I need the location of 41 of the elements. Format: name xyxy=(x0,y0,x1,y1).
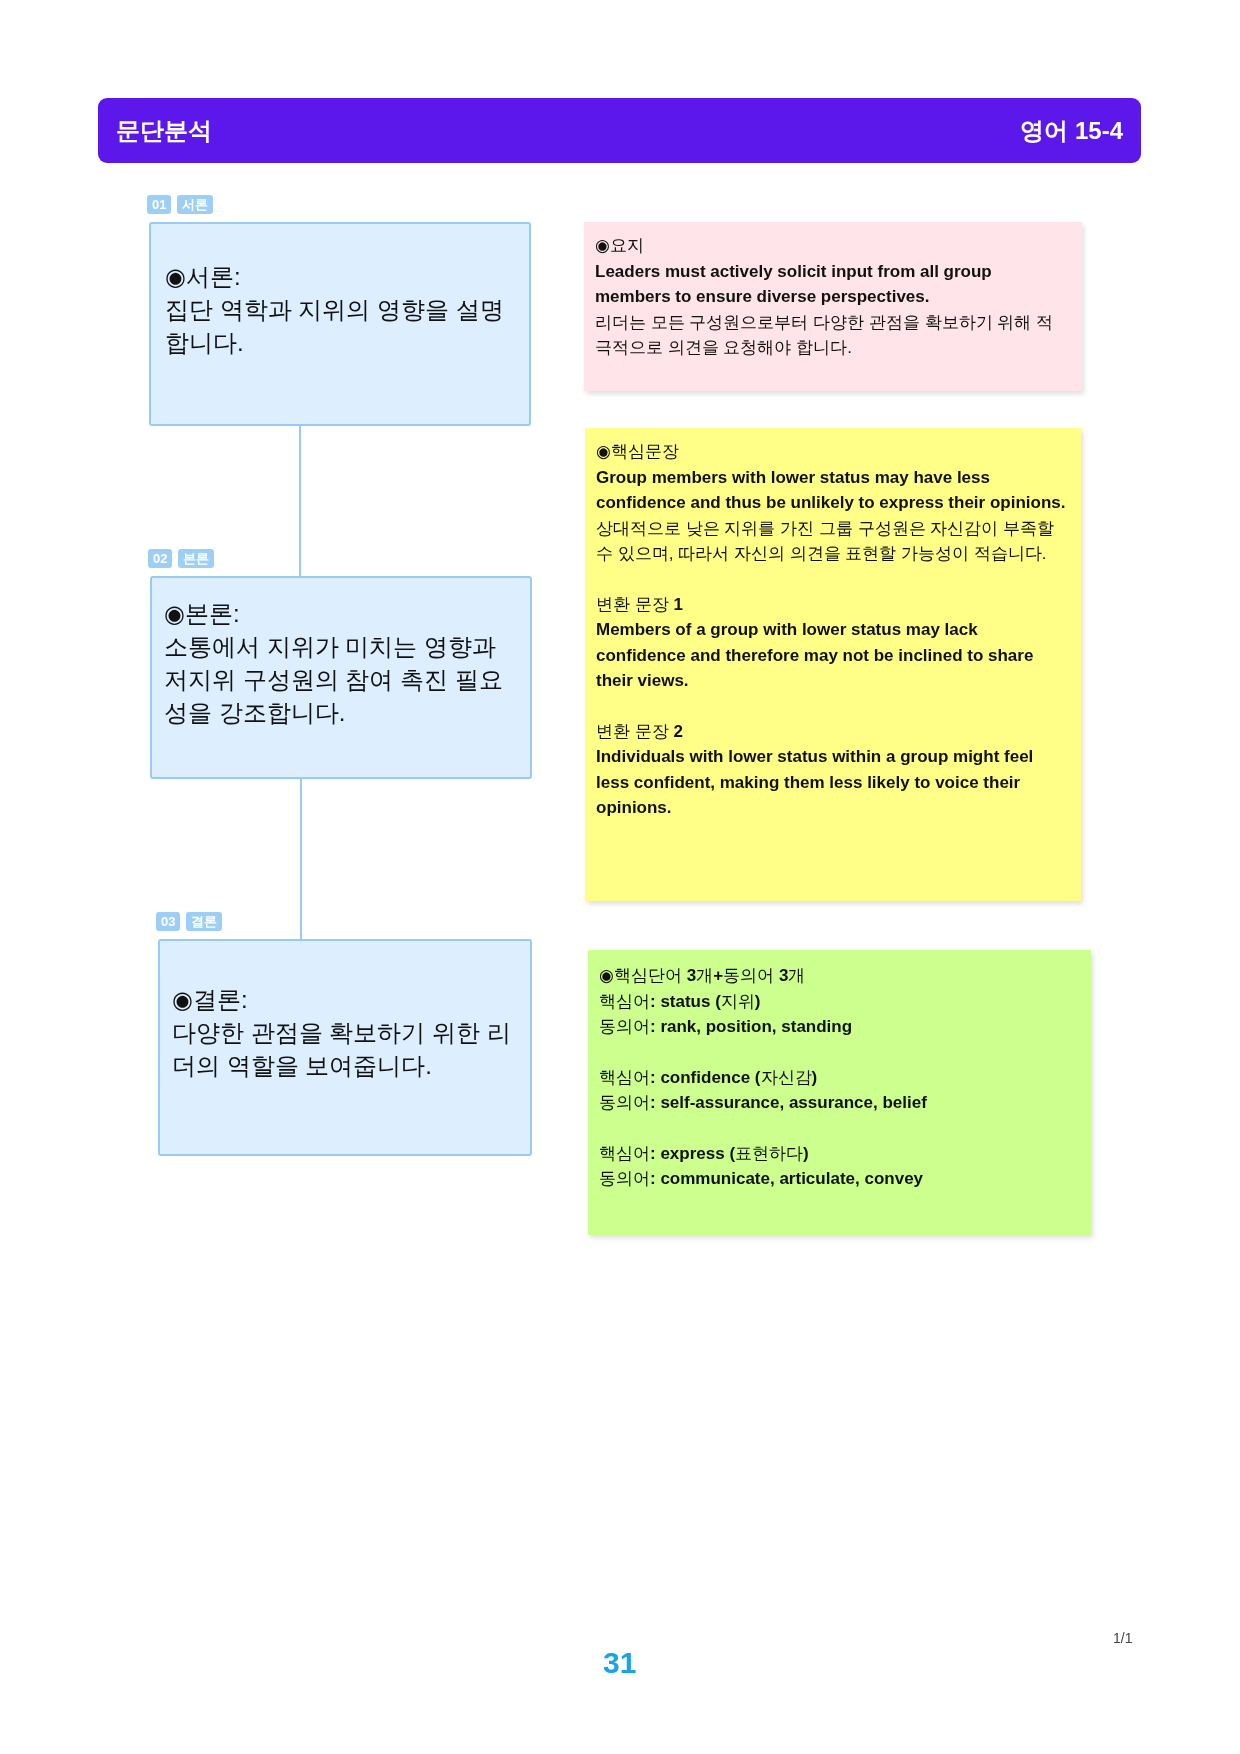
vocabulary-line: 핵심어: status (지위) xyxy=(599,990,762,1013)
section-box xyxy=(158,939,532,1156)
note-heading: ◉핵심문장 xyxy=(596,441,680,463)
unit-label: 영어 15-4 xyxy=(1020,115,1123,146)
english-sentence: Leaders must actively solicit input from all group members to ensure diverse perspectives. xyxy=(595,260,993,308)
step-number-badge: 03 xyxy=(156,912,181,931)
paraphrase-heading: 변환 문장 1 xyxy=(596,593,684,616)
english-sentence: Members of a group with lower status may lack confidence and therefore may not be inclined to share their views. xyxy=(596,619,1035,692)
step-number-badge: 01 xyxy=(147,195,172,214)
section-summary: 집단 역학과 지위의 영향을 설명합니다. xyxy=(165,295,505,358)
vocabulary-line: 핵심어: express (표현하다) xyxy=(599,1142,810,1165)
step-number-badge: 02 xyxy=(148,549,173,568)
section-heading: ◉본론: xyxy=(164,599,241,629)
vocabulary-line: 동의어: rank, position, standing xyxy=(599,1016,854,1038)
note-heading: ◉요지 xyxy=(595,235,645,257)
key-sentence-note xyxy=(585,428,1081,901)
vocabulary-line: 동의어: communicate, articulate, convey xyxy=(599,1168,925,1190)
korean-translation: 상대적으로 낮은 지위를 가진 그룹 구성원은 자신감이 부족할 수 있으며, 따라서 자신의 의견을 표현할 가능성이 적습니다. xyxy=(596,517,1056,565)
main-idea-note xyxy=(584,222,1082,391)
vocabulary-line: 동의어: self-assurance, assurance, belief xyxy=(599,1092,928,1114)
korean-translation: 리더는 모든 구성원으로부터 다양한 관점을 확보하기 위해 적극적으로 의견을 요청해야 합니다. xyxy=(595,311,1055,359)
section-summary: 다양한 관점을 확보하기 위한 리더의 역할을 보여줍니다. xyxy=(172,1018,512,1081)
connector-line xyxy=(300,778,302,940)
english-sentence: Group members with lower status may have less confidence and thus be unlikely to express their opinions. xyxy=(596,466,1067,514)
paraphrase-heading: 변환 문장 2 xyxy=(596,720,684,743)
section-box xyxy=(150,576,532,779)
section-heading: ◉결론: xyxy=(172,985,249,1015)
page-title: 문단분석 xyxy=(116,115,212,146)
page-count: 1/1 xyxy=(1113,1630,1133,1646)
section-heading: ◉서론: xyxy=(165,262,242,292)
vocabulary-line: 핵심어: confidence (자신감) xyxy=(599,1066,819,1089)
section-summary: 소통에서 지위가 미치는 영향과 저지위 구성원의 참여 촉진 필요성을 강조합니다. xyxy=(164,632,504,728)
section-box xyxy=(149,222,531,426)
section-tag: 결론 xyxy=(186,912,223,931)
english-sentence: Individuals with lower status within a group might feel less confident, making them less likely to voice their opinions. xyxy=(596,746,1035,819)
section-tag: 서론 xyxy=(177,195,214,214)
section-tag: 본론 xyxy=(178,549,215,568)
note-heading: ◉핵심단어 3개+동의어 3개 xyxy=(599,965,807,987)
page-number: 31 xyxy=(603,1646,637,1680)
connector-line xyxy=(299,425,301,577)
vocabulary-note xyxy=(588,950,1091,1235)
